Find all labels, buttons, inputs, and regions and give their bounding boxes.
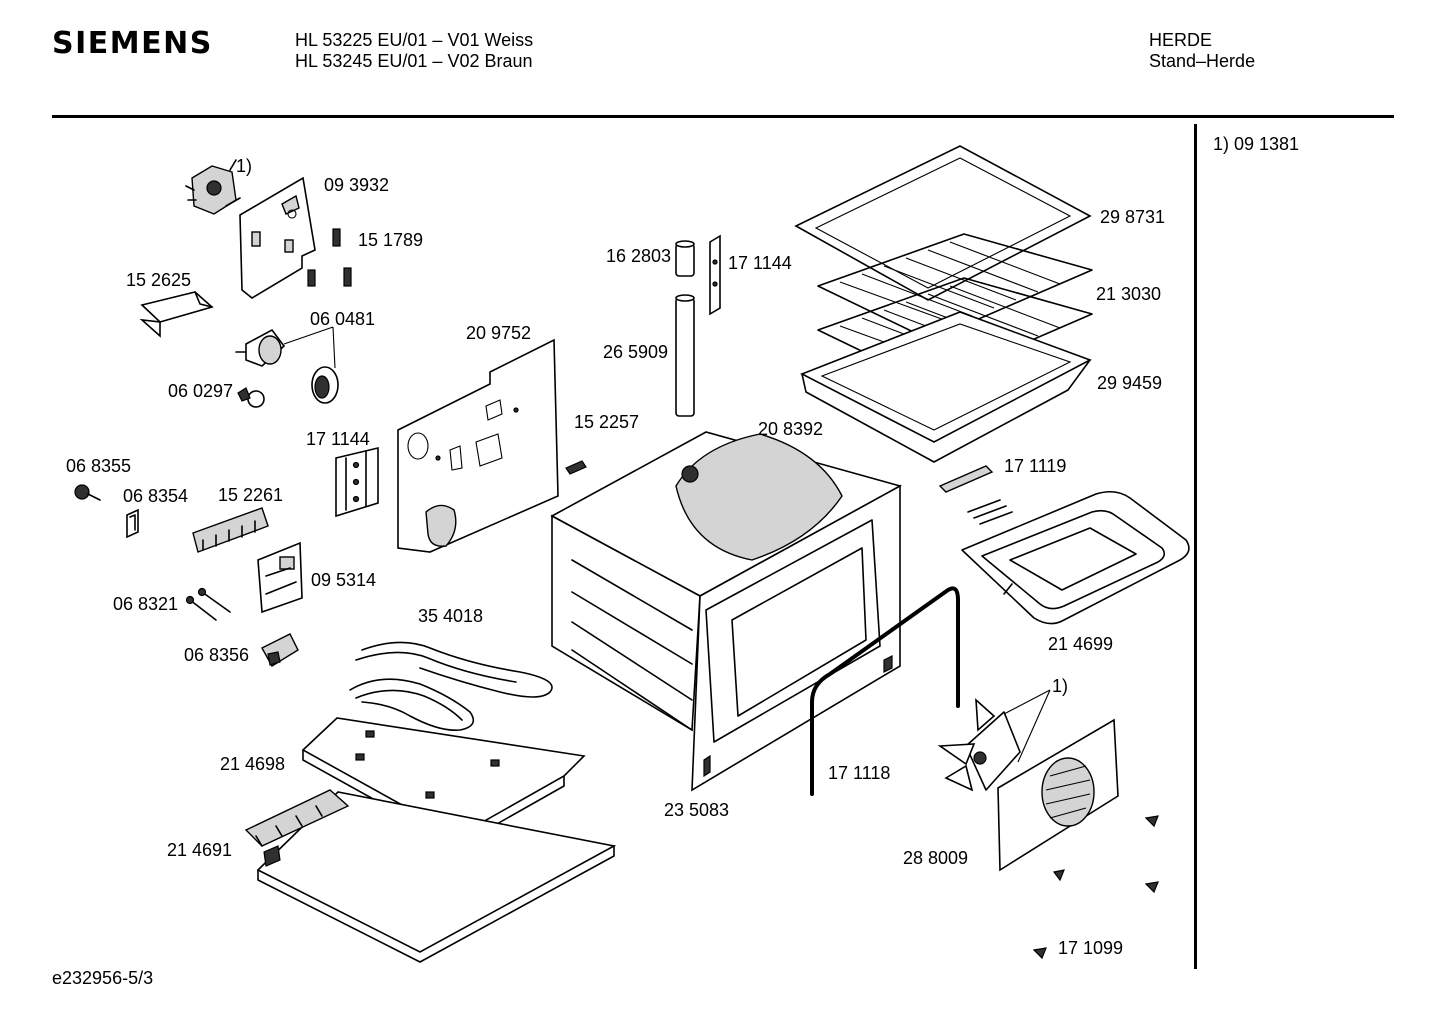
part-label-288009: 28 8009 <box>903 848 969 868</box>
tube-spacer-part <box>675 240 695 417</box>
part-label-162803: 16 2803 <box>606 246 672 266</box>
part-label-354018: 35 4018 <box>418 606 484 626</box>
part-label-209752: 20 9752 <box>466 323 532 343</box>
screw-clip-part <box>74 484 139 539</box>
part-label-171144-top: 17 1144 <box>728 253 792 273</box>
category-line-2: Stand–Herde <box>1149 51 1256 71</box>
part-label-298731: 29 8731 <box>1100 207 1166 227</box>
part-label-093932: 09 3932 <box>324 175 390 195</box>
part-label-208392: 20 8392 <box>758 419 824 439</box>
door-seal-part <box>810 586 960 796</box>
category-line-1: HERDE <box>1149 30 1213 50</box>
clip-bar-part <box>938 465 994 493</box>
document-id: e232956-5/3 <box>52 968 154 988</box>
model-line-1: HL 53225 EU/01 – V01 Weiss <box>295 30 534 50</box>
side-divider <box>1194 124 1197 969</box>
angle-bracket-part <box>139 291 214 338</box>
header-divider <box>52 115 1394 118</box>
control-panel-bracket-part <box>239 176 352 299</box>
part-label-068355: 06 8355 <box>66 456 132 476</box>
part-label-151789: 15 1789 <box>358 230 424 250</box>
baking-tray-part <box>794 145 1092 301</box>
footnote: 1) 09 1381 <box>1213 134 1300 154</box>
model-line-2: HL 53245 EU/01 – V02 Braun <box>295 51 533 71</box>
part-label-060297: 06 0297 <box>168 381 234 401</box>
fan-screws-part <box>1032 815 1159 960</box>
convection-fan-part <box>937 689 1119 872</box>
part-label-152257: 15 2257 <box>574 412 640 432</box>
part-label-214691: 21 4691 <box>167 840 233 860</box>
screws-clamp-part <box>185 587 299 667</box>
side-rail-top-part <box>709 234 721 316</box>
part-label-213030: 21 3030 <box>1096 284 1162 304</box>
part-label-214698: 21 4698 <box>220 754 286 774</box>
terminal-block-part <box>192 507 269 553</box>
part-label-068356: 06 8356 <box>184 645 250 665</box>
oven-lamp-part <box>235 326 339 408</box>
part-label-171119: 17 1119 <box>1004 456 1067 476</box>
part-label-214699: 21 4699 <box>1048 634 1114 654</box>
part-label-299459: 29 9459 <box>1097 373 1163 393</box>
part-label-068354: 06 8354 <box>123 486 189 506</box>
part-label-095314: 09 5314 <box>311 570 377 590</box>
part-label-152625: 15 2625 <box>126 270 192 290</box>
part-label-265909: 26 5909 <box>603 342 669 362</box>
part-label-235083: 23 5083 <box>664 800 730 820</box>
part-label-060481: 06 0481 <box>310 309 376 329</box>
part-label-068321: 06 8321 <box>113 594 179 614</box>
brand-logo: SIEMENS <box>52 26 213 61</box>
terminal-bracket-part <box>257 541 303 614</box>
side-rail-left-part <box>335 446 379 518</box>
thermostat-switch-part <box>185 159 241 215</box>
bottom-heating-element-part <box>349 641 553 732</box>
oven-cavity-part <box>550 431 903 792</box>
part-label-152261: 15 2261 <box>218 485 284 505</box>
footnote-mark-fan-label: 1) <box>1052 676 1069 696</box>
base-frame-part <box>244 789 617 963</box>
part-label-171118: 17 1118 <box>828 763 891 783</box>
part-label-171144-left: 17 1144 <box>306 429 370 449</box>
top-heating-element-part <box>961 490 1190 625</box>
drip-pan-part <box>800 311 1092 463</box>
part-label-171099: 17 1099 <box>1058 938 1124 958</box>
small-clip-part <box>565 460 587 475</box>
footnote-mark-top-label: 1) <box>236 156 253 176</box>
rear-panel-part <box>397 338 559 553</box>
